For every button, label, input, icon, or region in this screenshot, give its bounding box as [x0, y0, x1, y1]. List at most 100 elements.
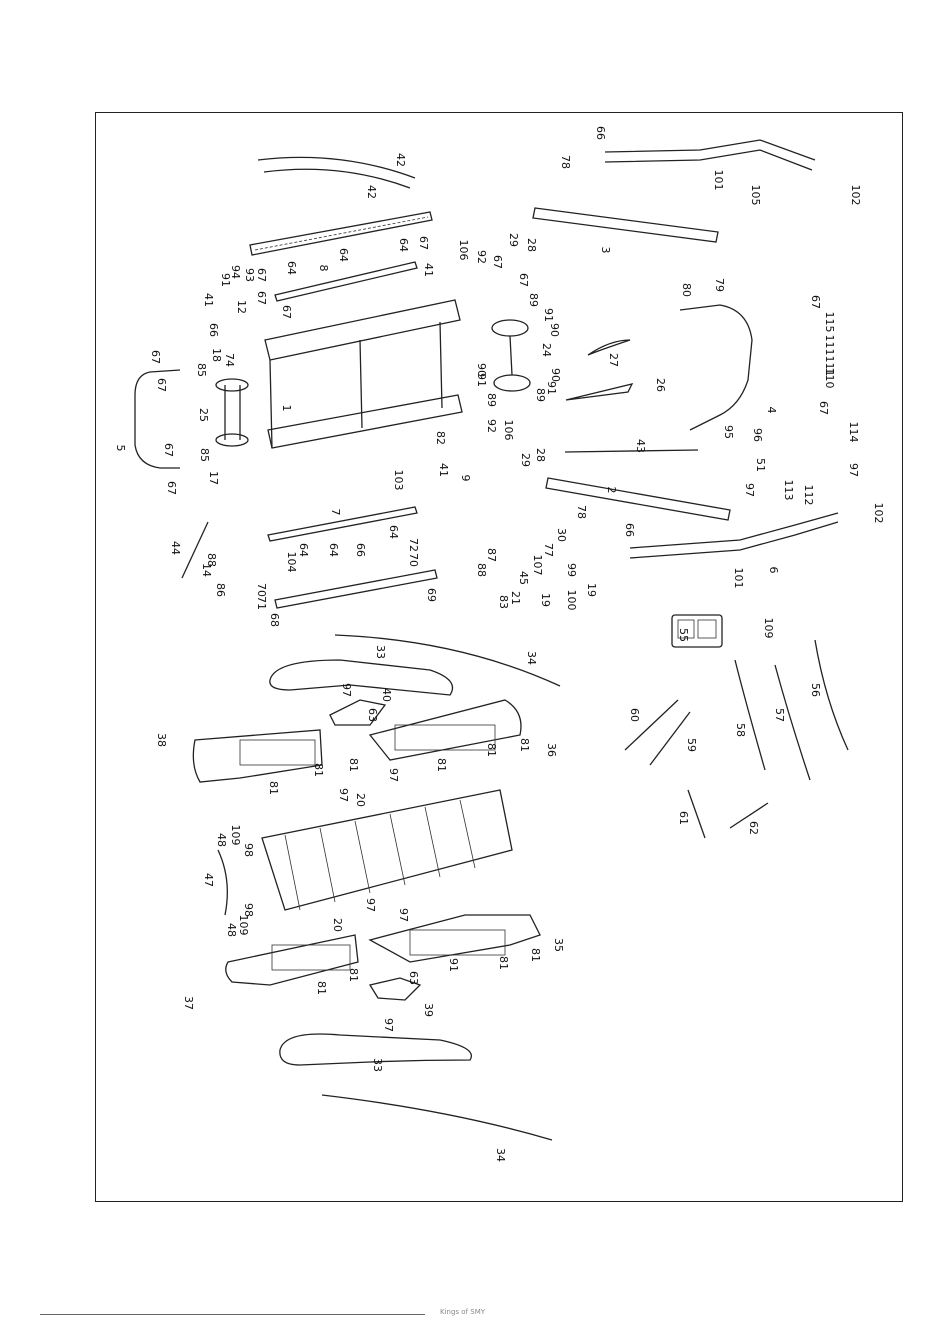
- part-label: 41: [202, 293, 215, 307]
- part-label: 67: [280, 305, 293, 319]
- part-label: 90: [548, 323, 561, 337]
- part-bar-8: [274, 261, 418, 302]
- part-label: 20: [354, 793, 367, 807]
- part-rod-62: [729, 802, 769, 829]
- part-label: 64: [327, 543, 340, 557]
- part-label: 55: [677, 628, 690, 642]
- part-label: 81: [497, 956, 510, 970]
- part-label: 97: [337, 788, 350, 802]
- part-label: 82: [434, 431, 447, 445]
- part-handle-5: [134, 369, 181, 469]
- part-label: 60: [628, 708, 641, 722]
- part-label: 109: [237, 915, 250, 936]
- part-label: 12: [235, 300, 248, 314]
- part-label: 96: [751, 428, 764, 442]
- part-label: 70: [407, 553, 420, 567]
- part-rail-47: [217, 849, 228, 916]
- part-label: 29: [519, 453, 532, 467]
- part-label: 88: [475, 563, 488, 577]
- part-cable-57: [774, 664, 811, 781]
- part-label: 110: [823, 368, 836, 389]
- part-label: 103: [392, 470, 405, 491]
- part-rail-42-lower: [263, 168, 411, 189]
- part-label: 34: [494, 1148, 507, 1162]
- part-label: 28: [525, 238, 538, 252]
- part-rail-42-upper: [257, 156, 416, 179]
- part-label: 7: [329, 509, 342, 516]
- part-label: 33: [374, 645, 387, 659]
- part-belt-26: [565, 383, 634, 401]
- part-chain-upper: [249, 211, 433, 256]
- part-label: 25: [197, 408, 210, 422]
- part-label: 64: [297, 543, 310, 557]
- part-label: 93: [243, 268, 256, 282]
- part-label: 3: [599, 247, 612, 254]
- part-label: 89: [534, 388, 547, 402]
- part-label: 6: [767, 567, 780, 574]
- footer-rule: [40, 1314, 425, 1315]
- part-label: 88: [205, 553, 218, 567]
- part-console-55: [671, 614, 723, 648]
- part-label: 67: [255, 291, 268, 305]
- part-label: 67: [165, 481, 178, 495]
- part-label: 112: [802, 485, 815, 506]
- part-label: 94: [229, 265, 242, 279]
- part-label: 41: [437, 463, 450, 477]
- diagram-border: [95, 112, 903, 1202]
- part-label: 85: [198, 448, 211, 462]
- part-label: 104: [285, 552, 298, 573]
- part-label: 106: [457, 240, 470, 261]
- part-label: 92: [475, 250, 488, 264]
- part-label: 85: [195, 363, 208, 377]
- part-bracket-39: [368, 977, 422, 1001]
- part-label: 64: [337, 248, 350, 262]
- part-label: 2: [605, 487, 618, 494]
- part-label: 43: [634, 439, 647, 453]
- part-label: 40: [380, 688, 393, 702]
- part-label: 97: [743, 483, 756, 497]
- part-label: 78: [559, 155, 572, 169]
- part-label: 91: [219, 273, 232, 287]
- part-label: 81: [485, 743, 498, 757]
- part-label: 21: [509, 591, 522, 605]
- part-tread-belt: [261, 789, 513, 911]
- part-label: 72: [407, 538, 420, 552]
- part-label: 61: [677, 811, 690, 825]
- part-label: 66: [354, 543, 367, 557]
- part-rod-43: [564, 449, 699, 453]
- part-label: 66: [594, 126, 607, 140]
- part-cable-58: [734, 659, 766, 771]
- part-label: 91: [475, 373, 488, 387]
- part-label: 111: [823, 335, 836, 356]
- part-label: 71: [255, 596, 268, 610]
- part-label: 67: [809, 295, 822, 309]
- part-label: 67: [155, 378, 168, 392]
- part-label: 47: [202, 873, 215, 887]
- part-label: 90: [475, 363, 488, 377]
- part-label: 81: [518, 738, 531, 752]
- part-label: 42: [365, 185, 378, 199]
- part-label: 78: [575, 505, 588, 519]
- part-label: 19: [585, 583, 598, 597]
- part-rod-44: [181, 521, 209, 579]
- part-label: 69: [425, 588, 438, 602]
- part-label: 37: [182, 996, 195, 1010]
- part-cable-60: [624, 699, 679, 751]
- part-label: 81: [315, 981, 328, 995]
- part-cable-59: [649, 711, 691, 766]
- part-cable-56: [814, 639, 849, 751]
- part-label: 67: [255, 268, 268, 282]
- part-bar-7: [267, 506, 418, 542]
- part-label: 45: [517, 571, 530, 585]
- part-label: 63: [366, 708, 379, 722]
- part-label: 98: [242, 903, 255, 917]
- part-label: 102: [849, 185, 862, 206]
- part-label: 41: [422, 263, 435, 277]
- part-label: 105: [749, 185, 762, 206]
- part-label: 64: [285, 261, 298, 275]
- part-label: 81: [267, 781, 280, 795]
- part-cover-33-upper: [269, 659, 454, 696]
- part-label: 91: [545, 381, 558, 395]
- part-label: 68: [268, 613, 281, 627]
